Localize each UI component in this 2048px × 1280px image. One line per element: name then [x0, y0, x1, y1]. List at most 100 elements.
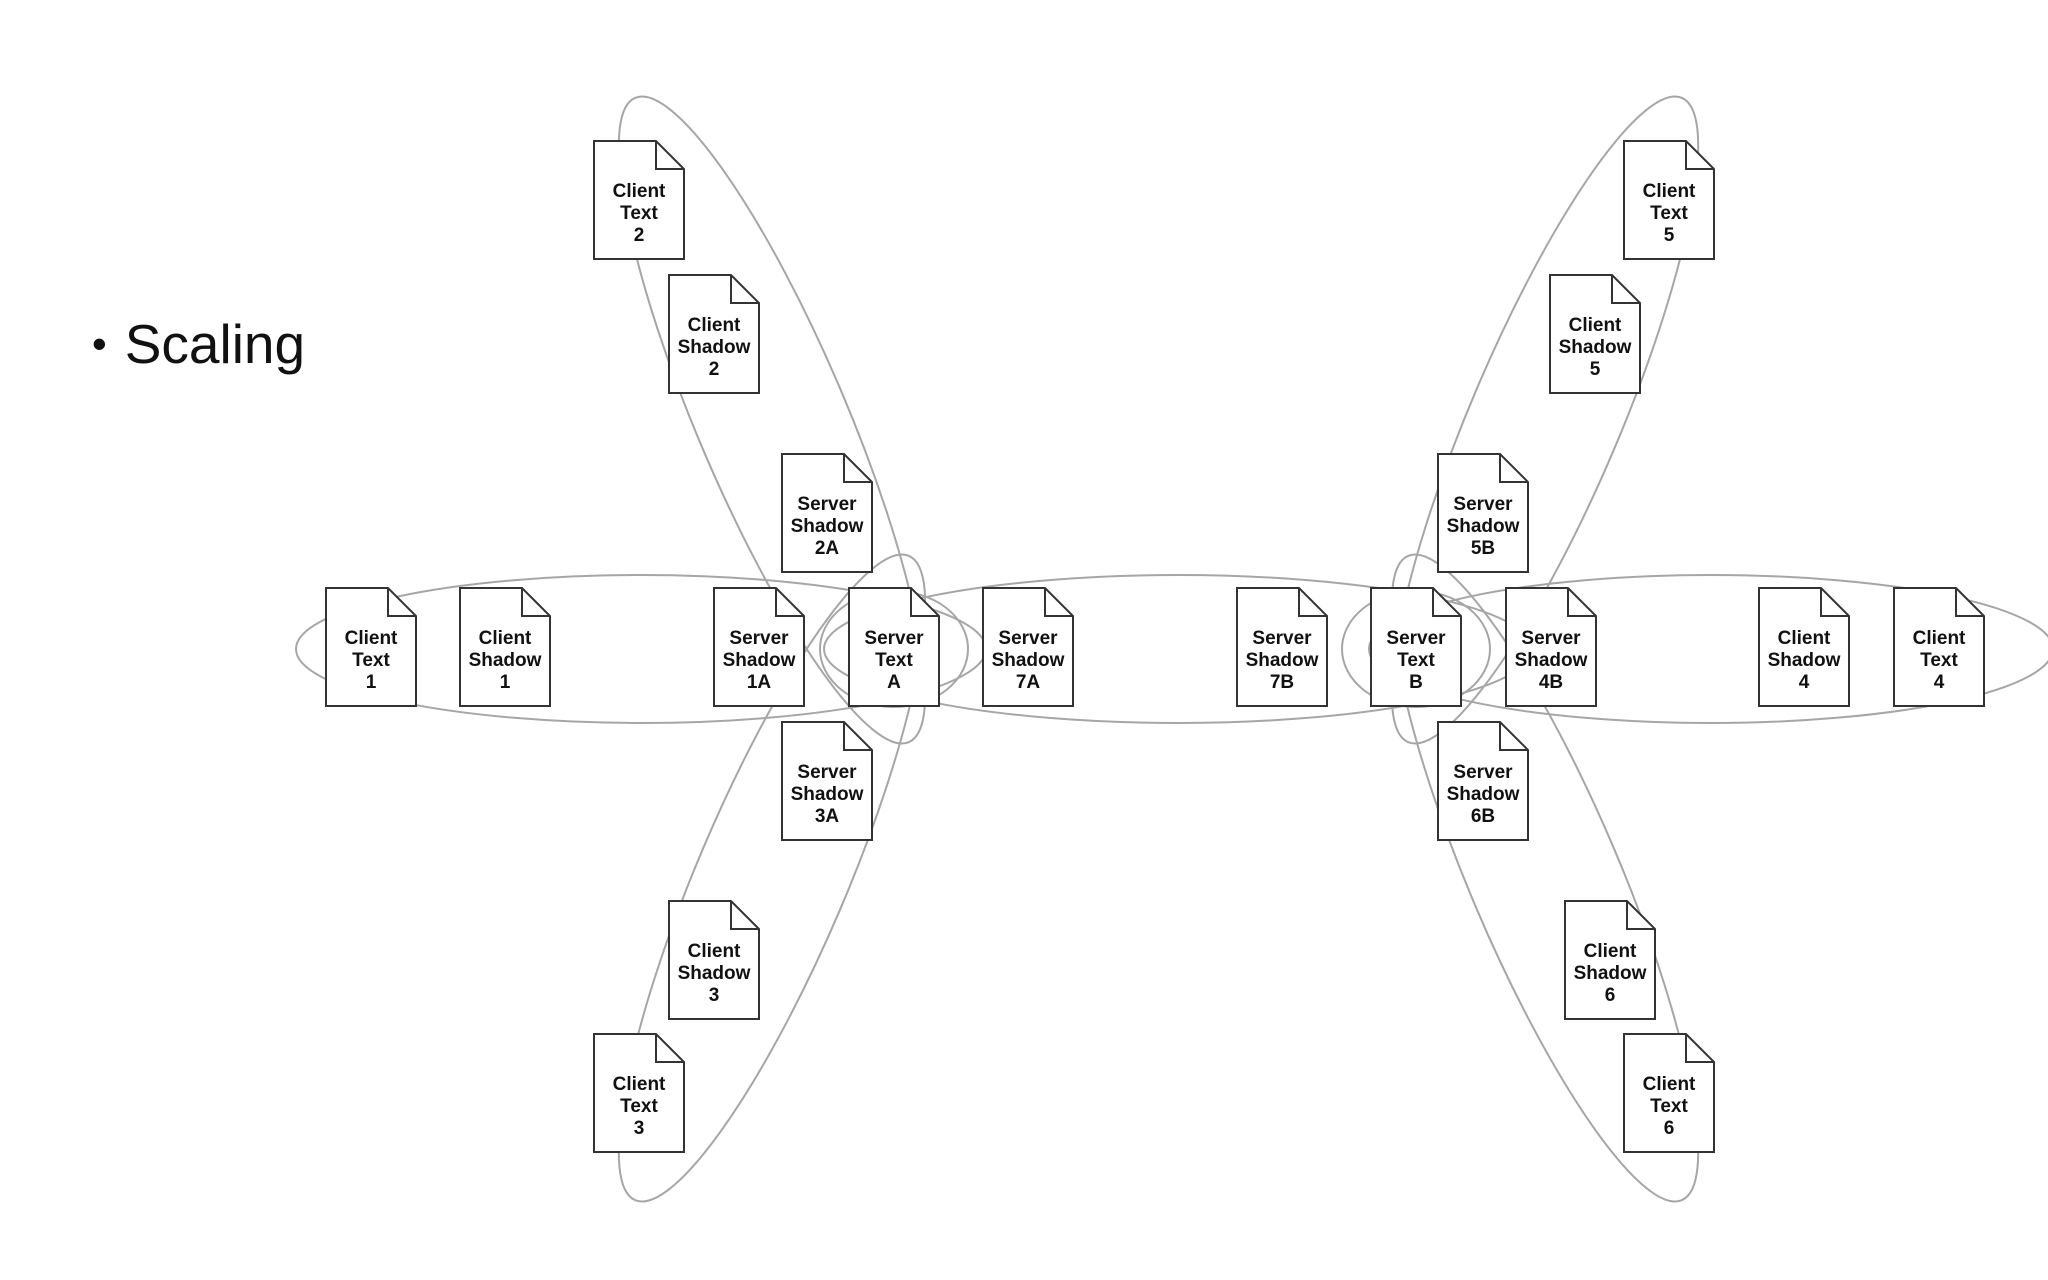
document-label-line: 4	[1799, 672, 1810, 693]
document-label-line: Server	[729, 628, 789, 649]
document-icon	[1758, 587, 1850, 707]
document-fold	[1611, 275, 1640, 304]
document-label-line: 1	[500, 672, 511, 693]
document-label-line: Shadow	[1447, 516, 1520, 537]
document-label-line: 3	[709, 985, 720, 1006]
document-label-line: Text	[1650, 1096, 1688, 1117]
document-label-line: Shadow	[791, 516, 864, 537]
document-fold	[1685, 1034, 1714, 1063]
document-fold	[843, 722, 872, 751]
document-label-line: Text	[352, 650, 390, 671]
document-icon	[1505, 587, 1597, 707]
document-label-line: Text	[1650, 203, 1688, 224]
document-label-line: Client	[1584, 941, 1637, 962]
document-label-line: 2	[709, 359, 720, 380]
document-label-line: Client	[688, 315, 741, 336]
document-label-line: 1A	[747, 672, 772, 693]
document-icon	[1623, 1033, 1715, 1153]
document-label-line: Server	[998, 628, 1058, 649]
document-fold	[1685, 141, 1714, 170]
document-fold	[655, 141, 684, 170]
document-label-line: 2A	[815, 538, 840, 559]
document-fold	[1820, 588, 1849, 617]
document-label-line: Shadow	[469, 650, 542, 671]
ellipse-upper-right	[1390, 95, 1700, 745]
document-label-line: Shadow	[791, 784, 864, 805]
document-label-line: A	[887, 672, 901, 693]
document-label-line: Server	[1453, 494, 1513, 515]
ellipse-right-horizontal	[1368, 574, 2048, 724]
document-fold	[1499, 722, 1528, 751]
document-fold	[775, 588, 804, 617]
document-label-line: Shadow	[1768, 650, 1841, 671]
bullet-symbol: •	[92, 320, 107, 367]
ellipse-upper-left	[617, 95, 927, 745]
document-label-line: Shadow	[1447, 784, 1520, 805]
document-fold	[655, 1034, 684, 1063]
document-icon	[781, 453, 873, 573]
document-icon	[459, 587, 551, 707]
document-fold	[521, 588, 550, 617]
document-label-line: 5	[1664, 225, 1675, 246]
document-label-line: Client	[1778, 628, 1831, 649]
document-label-line: Client	[1913, 628, 1966, 649]
document-label-line: Server	[797, 762, 857, 783]
document-icon	[982, 587, 1074, 707]
document-label-line: Text	[875, 650, 913, 671]
document-icon	[1549, 274, 1641, 394]
document-fold	[1955, 588, 1984, 617]
document-icon	[668, 274, 760, 394]
document-label-line: Text	[1397, 650, 1435, 671]
document-label-line: Shadow	[992, 650, 1065, 671]
document-label-line: Client	[345, 628, 398, 649]
document-label-line: Text	[620, 1096, 658, 1117]
document-label-line: Server	[864, 628, 924, 649]
document-label-line: 7B	[1270, 672, 1294, 693]
document-icon	[848, 587, 940, 707]
document-label-line: 1	[366, 672, 377, 693]
document-label-line: Client	[1643, 181, 1696, 202]
document-fold	[1298, 588, 1327, 617]
document-fold	[387, 588, 416, 617]
document-label-line: 6	[1605, 985, 1616, 1006]
document-label-line: 3A	[815, 806, 840, 827]
document-label-line: 7A	[1016, 672, 1041, 693]
document-fold	[1044, 588, 1073, 617]
bullet-item: • Scaling	[92, 312, 305, 376]
document-label-line: Client	[1569, 315, 1622, 336]
document-icon	[1236, 587, 1328, 707]
ellipse-lower-left	[617, 553, 927, 1203]
document-label-line: Client	[688, 941, 741, 962]
document-label-line: Text	[620, 203, 658, 224]
document-fold	[1567, 588, 1596, 617]
document-label-line: 2	[634, 225, 645, 246]
document-label-line: Shadow	[1246, 650, 1319, 671]
document-icon	[1437, 721, 1529, 841]
document-label-line: B	[1409, 672, 1423, 693]
document-label-line: Server	[1252, 628, 1312, 649]
document-icon	[1623, 140, 1715, 260]
document-icon	[1437, 453, 1529, 573]
bullet-text: Scaling	[124, 313, 306, 375]
document-label-line: 5B	[1471, 538, 1495, 559]
document-label-line: Shadow	[1559, 337, 1632, 358]
document-label-line: 4	[1934, 672, 1945, 693]
